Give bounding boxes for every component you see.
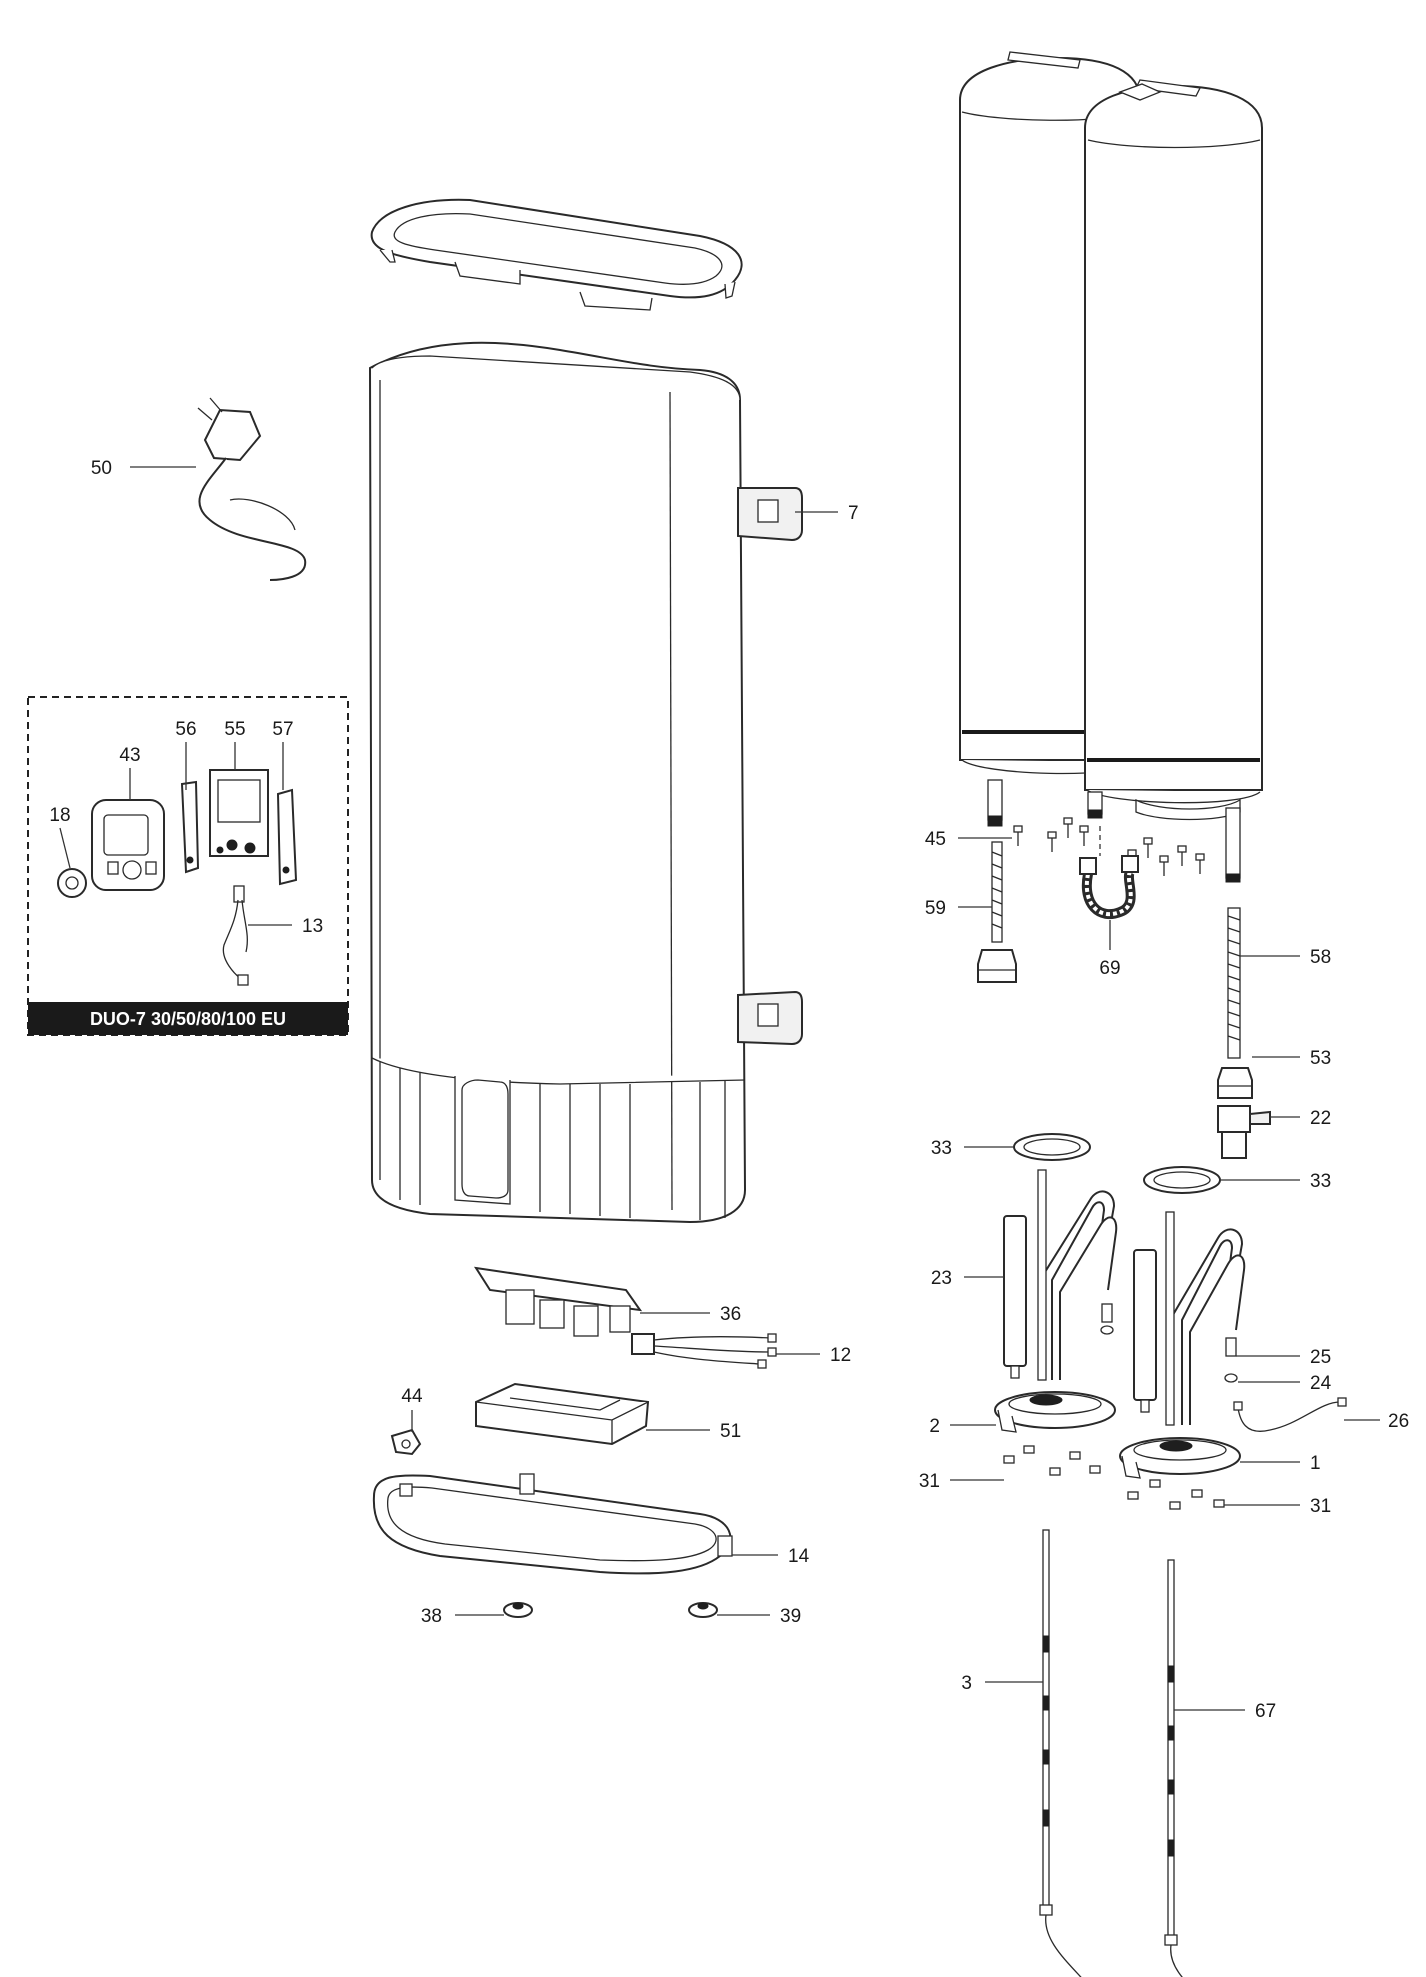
label-26: 26 [1388, 1411, 1409, 1432]
inlet-pipe-left [977, 841, 1017, 983]
electronics-tray [475, 1382, 650, 1446]
label-55: 55 [224, 719, 245, 740]
earth-wire [1233, 1397, 1347, 1432]
thermostat-sensor-right [1224, 1337, 1238, 1383]
control-wiring [222, 885, 249, 986]
panel-bracket-right [276, 788, 298, 886]
heating-element-right [1165, 1211, 1246, 1426]
label-36: 36 [720, 1304, 741, 1325]
label-38: 38 [421, 1606, 442, 1627]
gasket-left [1013, 1133, 1091, 1161]
label-18: 18 [49, 805, 70, 826]
nuts-left [1003, 1445, 1101, 1476]
label-22: 22 [1310, 1108, 1331, 1129]
label-51: 51 [720, 1421, 741, 1442]
wall-bracket-upper [737, 487, 803, 542]
leader-lines [59, 466, 1380, 1711]
nuts-right [1127, 1479, 1225, 1510]
label-58: 58 [1310, 947, 1331, 968]
wall-bracket-lower [737, 990, 803, 1046]
label-12: 12 [830, 1345, 851, 1366]
label-31b: 31 [1310, 1496, 1331, 1517]
control-board [209, 769, 269, 857]
probe-right [1164, 1559, 1187, 1977]
label-67: 67 [1255, 1701, 1276, 1722]
connecting-hose [1079, 826, 1139, 920]
label-7: 7 [848, 503, 859, 524]
tank-right [1084, 79, 1263, 821]
label-43: 43 [119, 745, 140, 766]
label-2: 2 [929, 1416, 940, 1437]
label-24: 24 [1310, 1373, 1332, 1394]
cable-clip [390, 1428, 422, 1456]
anode-left [1003, 1215, 1027, 1379]
flange-left [994, 1391, 1116, 1433]
label-50: 50 [91, 458, 112, 479]
label-39: 39 [780, 1606, 801, 1627]
label-57: 57 [272, 719, 293, 740]
wire-harness [631, 1333, 777, 1369]
label-69: 69 [1099, 958, 1120, 979]
part-labels: 50 7 56 55 57 43 18 13 45 59 69 58 53 22… [49, 458, 1409, 1722]
label-1: 1 [1310, 1453, 1321, 1474]
label-53: 53 [1310, 1048, 1331, 1069]
panel-bracket-left [180, 780, 200, 874]
label-45: 45 [925, 829, 946, 850]
bottom-frame [372, 1473, 733, 1575]
gasket-right [1143, 1166, 1221, 1194]
kit-title-bar [28, 1002, 348, 1035]
foot-left [503, 1602, 533, 1618]
control-panel [91, 799, 165, 891]
label-31a: 31 [919, 1471, 940, 1492]
label-56: 56 [175, 719, 196, 740]
thermostat-sensor-left [1100, 1303, 1114, 1335]
label-33a: 33 [931, 1138, 952, 1159]
safety-valve [1217, 1105, 1271, 1159]
label-3: 3 [961, 1673, 972, 1694]
anode-right [1133, 1249, 1157, 1413]
screws-set [1013, 817, 1205, 876]
label-13: 13 [302, 916, 323, 937]
outlet-pipe-right [1227, 907, 1241, 1059]
label-59: 59 [925, 898, 946, 919]
kit-title: DUO-7 30/50/80/100 EU [90, 1009, 286, 1029]
label-44: 44 [401, 1386, 423, 1407]
label-14: 14 [788, 1546, 810, 1567]
flange-right [1119, 1437, 1241, 1479]
kit-box: DUO-7 30/50/80/100 EU [27, 696, 349, 1036]
label-25: 25 [1310, 1347, 1331, 1368]
main-casing [368, 341, 747, 1224]
probe-left [1039, 1529, 1082, 1977]
label-23: 23 [931, 1268, 952, 1289]
knob [57, 868, 87, 898]
label-33b: 33 [1310, 1171, 1331, 1192]
foot-right [688, 1602, 718, 1618]
power-board [473, 1266, 643, 1337]
heating-element-left [1037, 1169, 1118, 1381]
dielectric-fitting [1217, 1067, 1253, 1099]
top-cover [370, 198, 743, 311]
power-cable-plug [197, 397, 307, 581]
